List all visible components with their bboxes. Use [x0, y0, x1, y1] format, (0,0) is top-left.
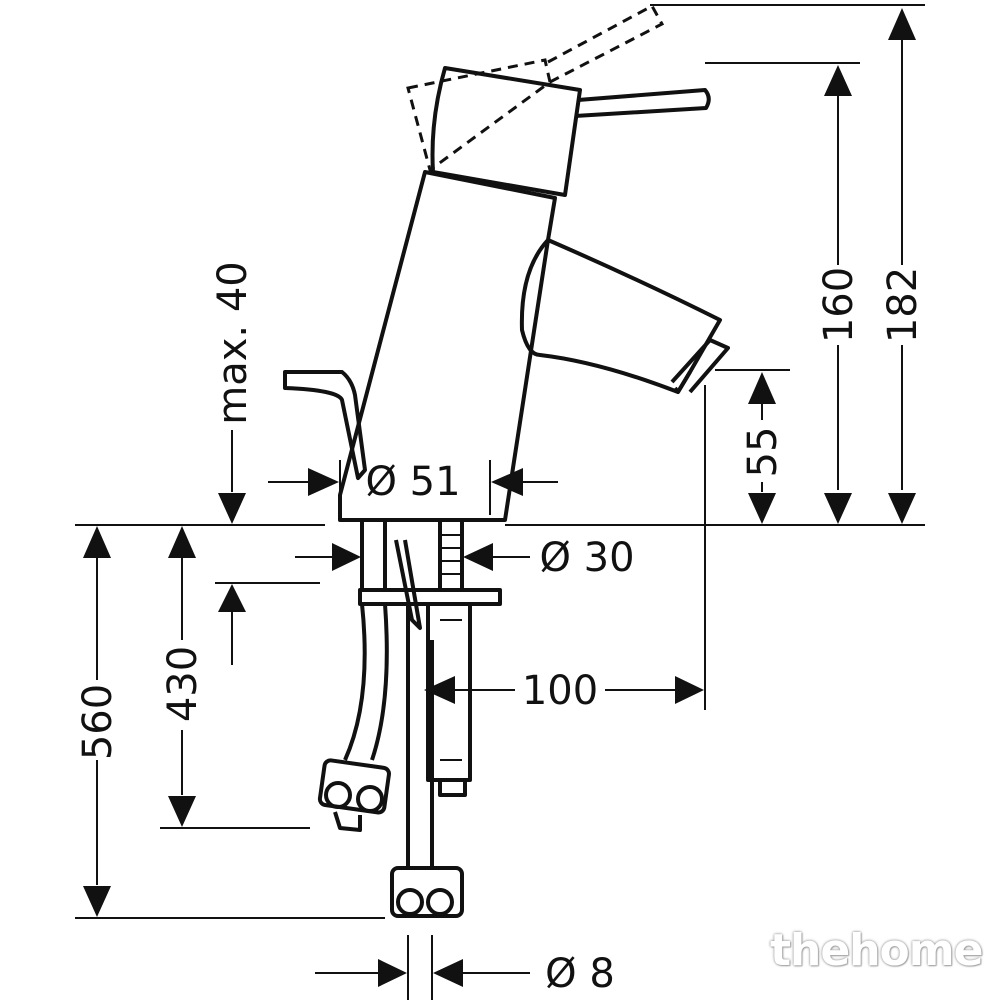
- threaded-shank: [360, 522, 464, 590]
- hose-left: [343, 603, 389, 761]
- fitting-bottom: [390, 866, 464, 918]
- aerator: [670, 338, 730, 394]
- label-100: 100: [522, 668, 598, 714]
- lever-handle: [430, 66, 582, 197]
- rod-clamp: [394, 539, 422, 630]
- label-430: 430: [160, 646, 206, 722]
- lever-stick: [574, 88, 711, 118]
- faucet-spout: [519, 238, 722, 394]
- label-diameter-51: Ø 51: [365, 459, 460, 505]
- dimension-lines: [75, 4, 925, 1000]
- tailpiece: [426, 604, 472, 797]
- fitting-left: [317, 758, 391, 832]
- label-diameter-8: Ø 8: [545, 951, 615, 997]
- watermark-logo: thehome: [770, 925, 983, 976]
- lever-stick-tilted-dashed: [547, 3, 665, 84]
- faucet-outline: [283, 3, 730, 918]
- label-55: 55: [740, 427, 786, 478]
- label-560: 560: [75, 684, 121, 760]
- lever-tilted-dashed: [406, 58, 552, 173]
- label-max-40: max. 40: [210, 261, 256, 424]
- popup-rod: [283, 370, 367, 480]
- label-182: 182: [880, 267, 926, 343]
- hose-center: [406, 604, 434, 870]
- mounting-plate: [358, 588, 502, 606]
- label-diameter-30: Ø 30: [539, 535, 634, 581]
- label-160: 160: [816, 267, 862, 343]
